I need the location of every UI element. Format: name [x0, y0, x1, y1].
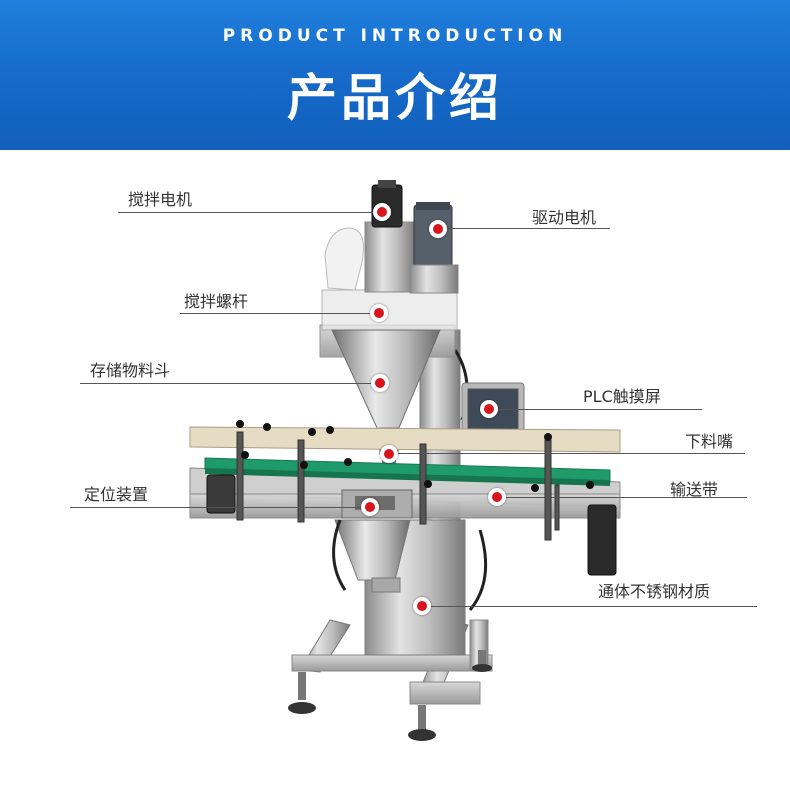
marker-dot-stir-motor	[373, 203, 391, 221]
callout-line-positioning	[70, 507, 370, 508]
marker-dot-conveyor	[488, 488, 506, 506]
label-nozzle: 下料嘴	[685, 432, 734, 451]
label-drive-motor: 驱动电机	[532, 208, 597, 227]
stir-motor-housing	[364, 221, 416, 293]
base-frame	[288, 619, 493, 741]
conveyor-guard	[189, 426, 621, 453]
header-title: 产品介绍	[287, 69, 503, 127]
callout-line-drive-motor	[440, 228, 610, 229]
marker-dot-positioning	[361, 498, 379, 516]
label-body: 通体不锈钢材质	[598, 582, 711, 601]
label-hopper: 存储物料斗	[90, 361, 171, 380]
marker-dot-body	[413, 597, 431, 615]
machine-illustration	[189, 180, 621, 741]
callout-line-body	[422, 606, 757, 607]
callout-line-stir-screw	[180, 313, 380, 314]
label-positioning: 定位装置	[84, 485, 149, 504]
marker-dot-stir-screw	[370, 304, 388, 322]
label-conveyor: 输送带	[670, 480, 719, 499]
conveyor-motor	[587, 504, 617, 576]
marker-dot-nozzle	[380, 445, 398, 463]
marker-dot-hopper	[371, 374, 389, 392]
header-banner: PRODUCT INTRODUCTION 产品介绍	[0, 0, 790, 150]
marker-dot-drive-motor	[429, 220, 447, 238]
callout-line-stir-motor	[118, 212, 380, 213]
callout-line-plc	[490, 409, 702, 410]
header-subtitle: PRODUCT INTRODUCTION	[222, 26, 568, 46]
label-plc: PLC触摸屏	[583, 387, 661, 406]
callout-line-conveyor	[497, 497, 747, 498]
label-stir-motor: 搅拌电机	[128, 190, 193, 209]
label-stir-screw: 搅拌螺杆	[184, 292, 249, 311]
marker-dot-plc	[480, 400, 498, 418]
callout-line-nozzle	[390, 453, 745, 454]
callout-line-hopper	[80, 383, 380, 384]
